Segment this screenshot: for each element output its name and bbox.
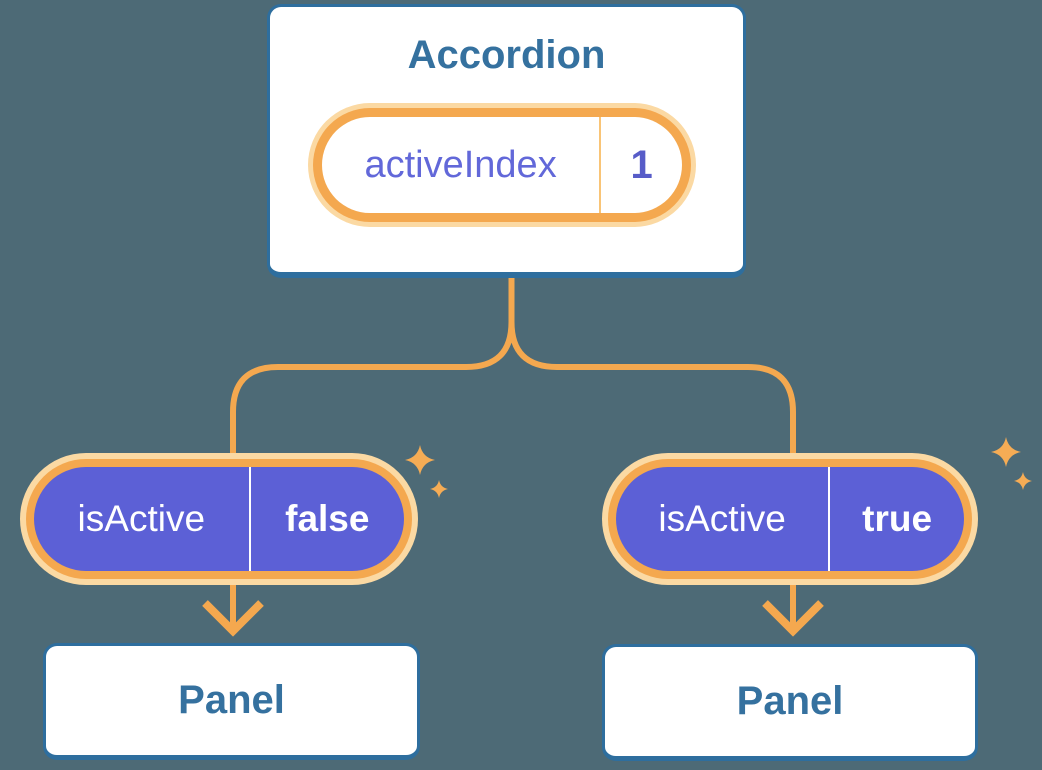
state-pill-ring: activeIndex 1 (313, 108, 691, 222)
left-arrow-head-icon (202, 600, 264, 637)
state-pill-core: activeIndex 1 (322, 117, 682, 213)
prop-value: true (862, 498, 933, 539)
panel-title: Panel (178, 678, 285, 722)
prop-label: isActive (77, 498, 206, 539)
prop-pill-core: isActive true (616, 467, 964, 571)
sparkle-icon (991, 437, 1021, 467)
state-label: activeIndex (364, 143, 557, 186)
prop-pill-core: isActive false (34, 467, 404, 571)
state-value: 1 (630, 142, 653, 187)
connector-left-branch (230, 271, 515, 586)
prop-label: isActive (658, 498, 786, 539)
accordion-title: Accordion (407, 33, 606, 77)
panel-right: Panel (602, 644, 978, 761)
prop-value: false (285, 498, 370, 539)
pill-divider (248, 467, 251, 571)
sparkle-icon (405, 445, 435, 475)
state-pill: activeIndex 1 (308, 103, 696, 227)
connector-right-branch (508, 271, 796, 586)
prop-pill-right: isActive true (602, 453, 978, 585)
sparkle-icon (1014, 472, 1032, 490)
pill-divider (828, 467, 831, 571)
pill-divider (599, 117, 602, 213)
right-arrow-head-icon (762, 600, 824, 637)
panel-title: Panel (736, 679, 844, 723)
prop-pill-ring: isActive true (608, 459, 972, 579)
sparkle-icon (430, 480, 448, 498)
panel-left: Panel (43, 643, 420, 760)
prop-pill-ring: isActive false (26, 459, 412, 579)
prop-pill-left: isActive false (20, 453, 418, 585)
